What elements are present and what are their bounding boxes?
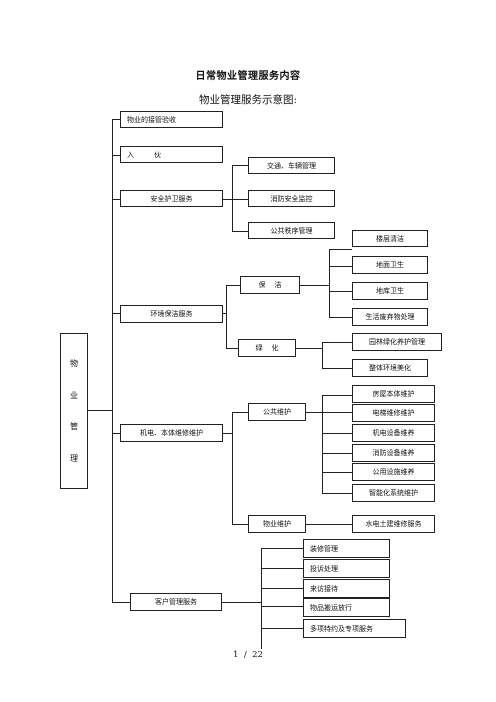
page-number: 1 / 22 bbox=[233, 650, 263, 660]
node-intake: 入 伙 bbox=[120, 146, 223, 163]
node-security: 安全护卫服务 bbox=[120, 190, 223, 207]
connector bbox=[261, 548, 303, 549]
connector bbox=[232, 231, 248, 232]
customer-item: 投诉处理 bbox=[303, 559, 390, 578]
connector bbox=[322, 453, 352, 454]
connector bbox=[261, 628, 303, 629]
root-char: 理 bbox=[70, 453, 78, 463]
node-property-maintenance: 物业维护 bbox=[248, 515, 306, 533]
connector bbox=[261, 568, 303, 569]
document-title: 日常物业管理服务内容 bbox=[195, 71, 301, 82]
branch-line bbox=[232, 165, 233, 231]
node-acceptance: 物业的接管验收 bbox=[120, 111, 223, 128]
connector bbox=[223, 313, 226, 314]
connector bbox=[232, 165, 248, 166]
connector bbox=[232, 524, 248, 525]
greening-item: 整体环境美化 bbox=[352, 359, 428, 377]
connector bbox=[112, 433, 120, 434]
root-char: 管 bbox=[70, 422, 78, 432]
branch-line bbox=[226, 285, 227, 348]
branch-line bbox=[232, 412, 233, 524]
connector bbox=[322, 395, 352, 396]
connector bbox=[112, 155, 120, 156]
connector bbox=[112, 602, 130, 603]
root-char: 物 bbox=[70, 359, 78, 369]
public-item: 电梯维修维护 bbox=[352, 404, 435, 422]
connector bbox=[222, 602, 261, 603]
cleaning-item: 楼层清洁 bbox=[352, 230, 428, 247]
node-environment: 环境保洁服务 bbox=[120, 305, 223, 323]
connector bbox=[329, 249, 352, 250]
root-char: 业 bbox=[70, 390, 78, 400]
customer-item: 来访接待 bbox=[303, 579, 390, 598]
node-public-maintenance: 公共维护 bbox=[248, 403, 306, 421]
security-item: 公共秩序管理 bbox=[248, 222, 335, 239]
public-item: 公用设施维养 bbox=[352, 463, 435, 481]
security-item: 消防安全监控 bbox=[248, 190, 335, 207]
public-item: 机电设备维养 bbox=[352, 424, 435, 442]
customer-item: 多项特约及专项服务 bbox=[303, 619, 406, 638]
branch-line bbox=[329, 249, 330, 317]
cleaning-item: 地面卫生 bbox=[352, 256, 428, 274]
diagram-caption: 物业管理服务示意图: bbox=[198, 94, 298, 106]
branch-line bbox=[322, 395, 323, 493]
public-item: 消防设备维养 bbox=[352, 444, 435, 462]
connector bbox=[329, 291, 352, 292]
connector bbox=[232, 412, 248, 413]
connector bbox=[88, 410, 112, 411]
connector bbox=[112, 199, 120, 200]
connector bbox=[226, 285, 240, 286]
node-cleaning: 保 洁 bbox=[240, 276, 300, 294]
public-item: 智能化系统维护 bbox=[352, 484, 435, 502]
greening-item: 园林绿化养护管理 bbox=[352, 333, 442, 351]
connector bbox=[261, 606, 303, 607]
connector bbox=[329, 317, 352, 318]
cleaning-item: 生活废弃物处理 bbox=[352, 308, 428, 326]
security-item: 交通、车辆管理 bbox=[248, 157, 335, 174]
connector bbox=[261, 588, 303, 589]
connector bbox=[306, 412, 322, 413]
connector bbox=[329, 266, 352, 267]
property-item: 水电土建维修服务 bbox=[352, 515, 435, 533]
branch-line bbox=[322, 342, 323, 368]
node-greening: 绿 化 bbox=[238, 339, 296, 357]
connector bbox=[223, 433, 232, 434]
connector bbox=[232, 199, 248, 200]
connector bbox=[112, 119, 120, 120]
node-customer: 客户管理服务 bbox=[130, 593, 222, 611]
root-node: 物 业 管 理 bbox=[60, 333, 88, 489]
connector bbox=[300, 285, 329, 286]
branch-line bbox=[261, 548, 262, 649]
connector bbox=[322, 433, 352, 434]
customer-item: 装修管理 bbox=[303, 539, 390, 558]
public-item: 房屋本体维护 bbox=[352, 385, 435, 403]
connector bbox=[306, 524, 352, 525]
connector bbox=[223, 199, 232, 200]
connector bbox=[112, 313, 120, 314]
cleaning-item: 地库卫生 bbox=[352, 282, 428, 300]
connector bbox=[296, 348, 322, 349]
node-maintenance: 机电、本体维修维护 bbox=[120, 424, 223, 442]
connector bbox=[322, 368, 352, 369]
connector bbox=[226, 348, 238, 349]
trunk-line bbox=[112, 119, 113, 602]
connector bbox=[322, 412, 352, 413]
customer-item: 物品搬运放行 bbox=[303, 598, 390, 617]
connector bbox=[322, 493, 352, 494]
connector bbox=[322, 472, 352, 473]
connector bbox=[322, 342, 352, 343]
